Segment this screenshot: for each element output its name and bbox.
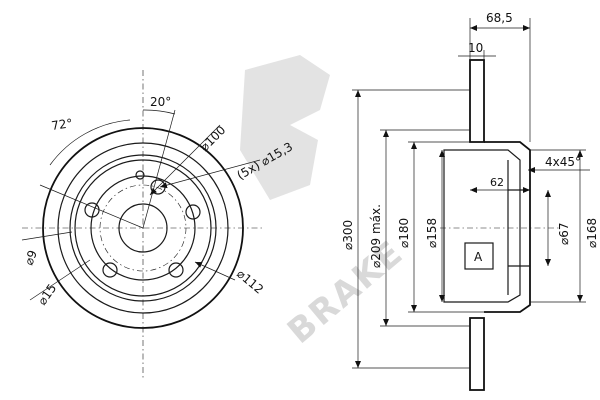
label-hub: ⌀112 [234, 267, 266, 297]
label-overall-height: 68,5 [486, 11, 513, 25]
hat-inner-profile [443, 149, 521, 303]
label-d67: ⌀67 [557, 223, 571, 246]
hat-profile [484, 141, 531, 313]
friction-ring-lower [469, 317, 485, 391]
locator-hole [135, 170, 145, 180]
watermark-logo-icon [240, 55, 330, 200]
angle-arc-72 [49, 119, 131, 166]
leader-center [29, 259, 91, 301]
label-hat-depth: 62 [490, 176, 504, 189]
leader-small-hole [21, 231, 73, 241]
leader-hub [194, 261, 236, 281]
label-d168: ⌀168 [585, 218, 599, 248]
stud-hole-2 [185, 204, 201, 220]
label-pcd: ⌀100 [197, 123, 228, 154]
label-d300: ⌀300 [341, 220, 355, 250]
leader-stud [159, 159, 261, 189]
label-d209: ⌀209 máx. [369, 204, 383, 268]
label-angle-20: 20° [150, 95, 171, 109]
angle-line-72 [39, 184, 144, 229]
stud-hole-3 [168, 262, 184, 278]
stud-hole-5 [84, 202, 100, 218]
stud-hole-4 [102, 262, 118, 278]
angle-arc-20 [142, 109, 176, 115]
label-center-hole: ⌀15 [35, 281, 59, 307]
label-chamfer: 4x45° [545, 155, 581, 169]
box-a-label: A [474, 250, 483, 264]
side-view: A 68,5 10 4x45° 62 ⌀300 ⌀209 máx. ⌀180 ⌀… [341, 11, 599, 391]
label-d180: ⌀180 [397, 218, 411, 248]
label-angle-72: 72° [50, 116, 73, 133]
box-a [464, 242, 494, 270]
label-disc-thickness: 10 [468, 41, 483, 55]
friction-ring-upper [469, 59, 485, 143]
label-d158: ⌀158 [425, 218, 439, 248]
label-small-hole: ⌀9 [22, 248, 40, 267]
angle-line-20 [142, 109, 176, 229]
